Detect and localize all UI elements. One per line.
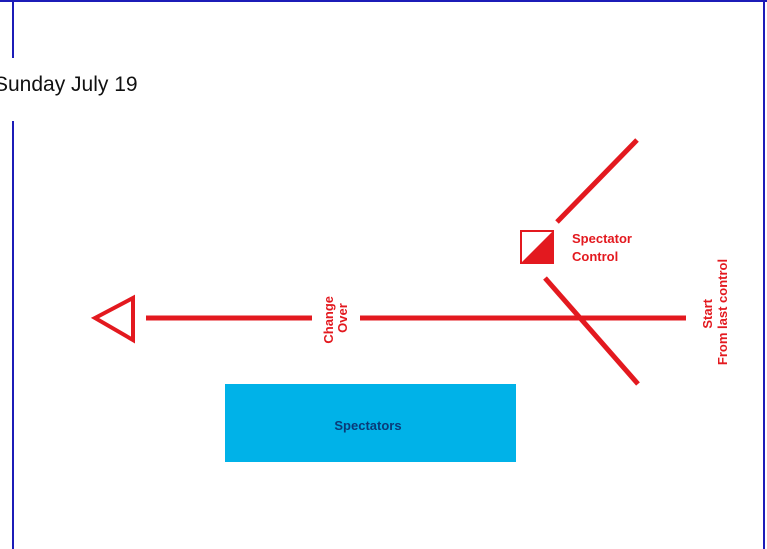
spectator-area-label: Spectators (334, 418, 401, 433)
control-flag-icon (520, 230, 554, 264)
change-over-label: Change Over (321, 292, 350, 344)
course-leg-lower (543, 276, 640, 386)
course-leg-upper (555, 138, 639, 224)
frame-left-border (12, 0, 14, 58)
change-over-label-line2: Over (335, 303, 350, 333)
spectator-area (225, 384, 516, 462)
change-over-label-line1: Change (321, 296, 336, 344)
date-heading: Sunday July 19 (0, 73, 138, 96)
start-label-line1: Start (700, 298, 715, 328)
start-label-line2: From last control (715, 259, 730, 365)
frame-top-border (0, 0, 767, 2)
frame-right-border (763, 0, 765, 549)
svg-text:Start From last control: Start From last control (700, 259, 730, 365)
spectator-control-label-line2: Control (572, 249, 618, 264)
frame-left-border-lower (12, 121, 14, 549)
spectator-control-label-line1: Spectator (572, 231, 632, 246)
spectator-control-label: Spectator Control (572, 231, 636, 264)
svg-text:Change Over: Change Over (321, 292, 350, 343)
start-label: Start From last control (700, 259, 730, 365)
finish-triangle-icon (90, 294, 135, 344)
